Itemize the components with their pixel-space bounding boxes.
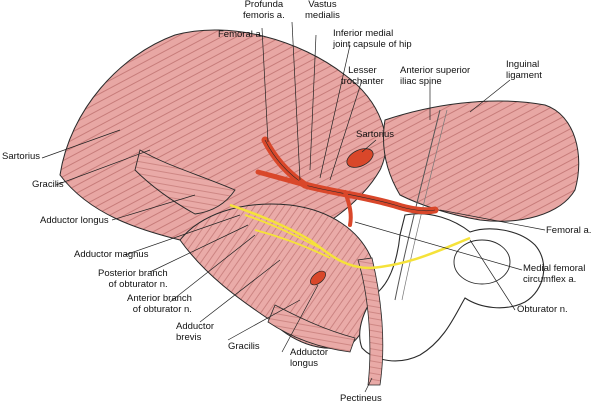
label-lesser-trochanter: Lesser trochanter xyxy=(341,65,384,87)
medial-femoral-circumflex-artery xyxy=(343,190,353,227)
label-gracilis-left: Gracilis xyxy=(32,179,64,190)
abdominal-muscle-mass xyxy=(382,100,580,222)
label-adductor-longus-bottom: Adductor longus xyxy=(290,347,329,369)
label-femoral-a-right: Femoral a. xyxy=(546,225,592,236)
label-femoral-a-top: Femoral a. xyxy=(218,29,264,40)
label-pectineus: Pectineus xyxy=(340,393,382,404)
profunda-femoris-artery xyxy=(255,169,308,188)
adductor-longus-muscle xyxy=(134,149,236,215)
label-anterior-branch-obturator: Anterior branch of obturator n. xyxy=(127,293,192,315)
label-posterior-branch-obturator: Posterior branch of obturator n. xyxy=(98,268,168,290)
label-anterior-superior-iliac-spine: Anterior superior iliac spine xyxy=(400,65,471,87)
obturator-nerve xyxy=(229,203,471,270)
inguinal-ligament-fibers xyxy=(394,109,441,301)
label-profunda-femoris: Profunda femoris a. xyxy=(243,0,285,21)
sartorius-cut-end xyxy=(346,148,374,168)
pectineus-muscle xyxy=(357,257,384,386)
label-gracilis-bottom: Gracilis xyxy=(228,341,260,352)
label-medial-femoral-circumflex: Medial femoral circumflex a. xyxy=(523,263,586,285)
label-vastus-medialis: Vastus medialis xyxy=(305,0,340,21)
label-inguinal-ligament: Inguinal ligament xyxy=(506,59,542,81)
label-adductor-brevis: Adductor brevis xyxy=(176,321,215,343)
obturator-foramen xyxy=(453,239,511,285)
label-inferior-medial-joint-capsule: Inferior medial joint capsule of hip xyxy=(333,28,412,50)
label-sartorius-left: Sartorius xyxy=(2,151,41,162)
label-adductor-longus-left: Adductor longus xyxy=(40,215,109,226)
pelvis-bone xyxy=(359,213,545,362)
label-adductor-magnus: Adductor magnus xyxy=(74,249,149,260)
label-obturator-n: Obturator n. xyxy=(517,304,568,315)
leader-lines xyxy=(41,21,546,393)
label-sartorius-right: Sartorius xyxy=(356,129,395,140)
cut-vessel xyxy=(310,270,326,286)
